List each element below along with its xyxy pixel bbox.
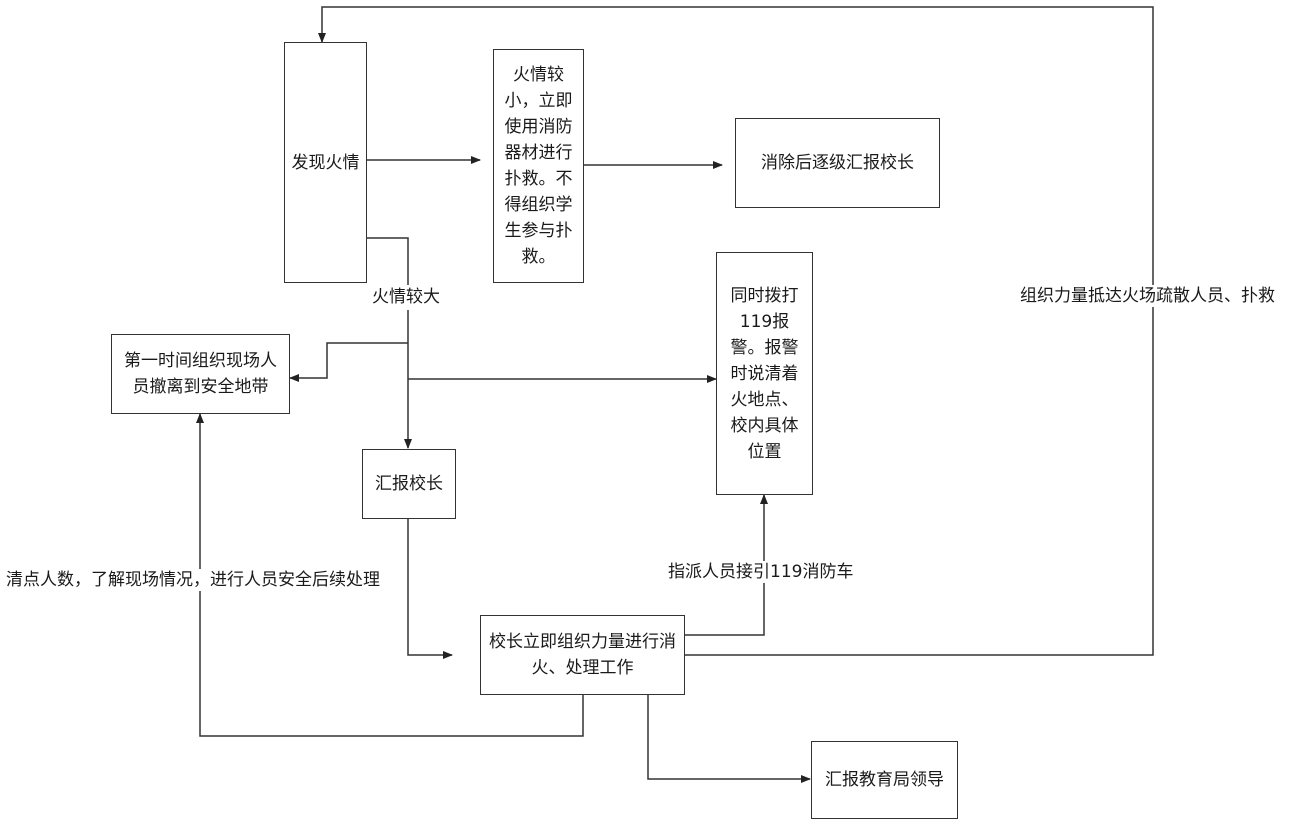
edge-guide-truck xyxy=(684,494,768,636)
node-evacuate: 第一时间组织现场人员撤离到安全地带 xyxy=(111,334,290,414)
edge-principal-to-action xyxy=(407,518,453,659)
label-guide-truck: 指派人员接引119消防车 xyxy=(668,561,854,583)
label-headcount: 清点人数，了解现场情况，进行人员安全后续处理 xyxy=(6,569,380,591)
edge-organize-force xyxy=(318,6,1154,656)
node-report-principal: 汇报校长 xyxy=(362,449,456,519)
label-big-fire: 火情较大 xyxy=(372,286,440,308)
node-call-119: 同时拨打119报警。报警时说清着火地点、校内具体位置 xyxy=(716,252,813,495)
edge-big-fire-trunk xyxy=(366,237,409,285)
node-small-fire: 火情较小，立即使用消防器材进行扑救。不得组织学生参与扑救。 xyxy=(493,49,584,283)
label-organize-force: 组织力量抵达火场疏散人员、扑救 xyxy=(1020,285,1275,307)
edge-to-evacuate xyxy=(289,342,408,382)
edge-to-bureau xyxy=(647,694,811,783)
node-report-after: 消除后逐级汇报校长 xyxy=(735,118,940,208)
node-discover-fire: 发现火情 xyxy=(284,42,367,283)
node-report-bureau: 汇报教育局领导 xyxy=(811,741,958,819)
node-principal-action: 校长立即组织力量进行消火、处理工作 xyxy=(480,615,685,695)
